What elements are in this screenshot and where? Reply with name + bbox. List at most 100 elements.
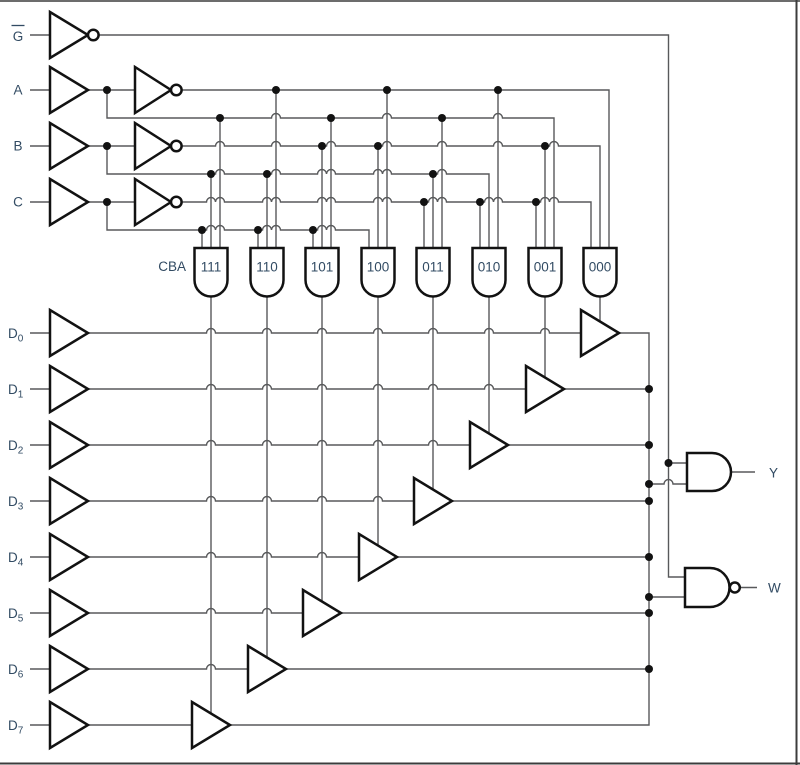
junction-dot bbox=[494, 86, 502, 94]
d3-gated-buffer bbox=[412, 475, 455, 527]
junction-dot bbox=[216, 114, 224, 122]
enable-inverter-bubble bbox=[86, 28, 100, 42]
and-gate-111 bbox=[193, 246, 229, 298]
d0-gated-buffer bbox=[579, 307, 622, 359]
d7-label: D7 bbox=[8, 718, 24, 737]
junction-dot bbox=[103, 198, 111, 206]
select-a-inverter bbox=[133, 64, 174, 116]
d4-label: D4 bbox=[8, 550, 24, 569]
d1-buffer bbox=[48, 363, 91, 415]
d6-label: D6 bbox=[8, 662, 24, 681]
junction-dot bbox=[438, 114, 446, 122]
gate-code-label-100: 100 bbox=[367, 260, 390, 275]
select-b-inverter-bubble bbox=[169, 139, 183, 153]
junction-dot bbox=[645, 385, 653, 393]
junction-dot bbox=[645, 480, 653, 488]
junction-dot bbox=[541, 142, 549, 150]
junction-dot bbox=[645, 609, 653, 617]
junction-dot bbox=[645, 441, 653, 449]
d2-buffer bbox=[48, 419, 91, 471]
d5-gated-buffer bbox=[301, 587, 344, 639]
junction-dot bbox=[420, 198, 428, 206]
select-b-inverter bbox=[133, 120, 174, 172]
d5-label: D5 bbox=[8, 606, 24, 625]
d1-row-line bbox=[88, 383, 526, 390]
d5-buffer bbox=[48, 587, 91, 639]
d2-label: D2 bbox=[8, 438, 24, 457]
b-complement-line bbox=[182, 140, 601, 248]
gate-code-label-101: 101 bbox=[311, 260, 334, 275]
y-gate-bus-input-wire bbox=[649, 478, 687, 485]
enable-input-label: G bbox=[13, 29, 24, 44]
and-gate-100 bbox=[360, 246, 396, 298]
output-y-label: Y bbox=[769, 466, 778, 481]
gate-code-label-000: 000 bbox=[589, 260, 612, 275]
d6-row-line bbox=[88, 663, 248, 670]
input-stub-lines bbox=[30, 34, 135, 726]
w-nand-bubble bbox=[728, 581, 742, 594]
select-bus-lines bbox=[106, 89, 610, 248]
select-b-buffer bbox=[48, 120, 91, 172]
d7-gated-buffer bbox=[190, 699, 233, 751]
d3-buffer bbox=[48, 475, 91, 527]
y-and-gate bbox=[685, 451, 733, 493]
and-gate-011 bbox=[415, 246, 451, 298]
d4-row-line bbox=[88, 551, 359, 558]
gate-code-label-011: 011 bbox=[422, 260, 444, 275]
cba-label: CBA bbox=[158, 259, 186, 274]
w-nand-gate bbox=[683, 566, 731, 609]
d1-gated-buffer bbox=[524, 363, 567, 415]
junction-dots bbox=[103, 86, 673, 673]
junction-dot bbox=[476, 198, 484, 206]
d2-gated-buffer bbox=[468, 419, 511, 471]
data-row-lines bbox=[88, 327, 581, 726]
junction-dot bbox=[263, 170, 271, 178]
c-complement-line bbox=[182, 196, 592, 248]
and-gate-110 bbox=[249, 246, 285, 298]
d3-label: D3 bbox=[8, 494, 24, 513]
output-w-label: W bbox=[768, 581, 781, 596]
c-true-line bbox=[106, 202, 370, 248]
a-complement-line bbox=[182, 89, 610, 248]
d3-row-line bbox=[88, 495, 414, 502]
select-a-buffer bbox=[48, 64, 91, 116]
junction-dot bbox=[254, 226, 262, 234]
bus-join-wires bbox=[230, 332, 650, 726]
d1-label: D1 bbox=[8, 382, 24, 401]
and-gate-010 bbox=[471, 246, 507, 298]
select-c-inverter-bubble bbox=[169, 195, 183, 209]
junction-dot bbox=[103, 142, 111, 150]
d0-label: D0 bbox=[8, 326, 24, 345]
and-gate-input-stubs bbox=[201, 90, 546, 248]
enable-inverter-triangle bbox=[48, 9, 91, 61]
junction-dot bbox=[383, 86, 391, 94]
junction-dot bbox=[645, 497, 653, 505]
junction-dot bbox=[429, 170, 437, 178]
select-b-label: B bbox=[13, 139, 22, 154]
output-bus bbox=[230, 332, 650, 726]
junction-dot bbox=[198, 226, 206, 234]
junction-dot bbox=[327, 114, 335, 122]
junction-dot bbox=[272, 86, 280, 94]
junction-dot bbox=[645, 593, 653, 601]
d6-gated-buffer bbox=[246, 643, 289, 695]
select-c-inverter bbox=[133, 176, 174, 228]
junction-dot bbox=[318, 142, 326, 150]
d2-row-line bbox=[88, 439, 470, 446]
junction-dot bbox=[645, 553, 653, 561]
wires bbox=[30, 34, 757, 726]
d6-buffer bbox=[48, 643, 91, 695]
labels: G A B C CBA 111 110 101 100 011 010 001 … bbox=[8, 24, 781, 737]
junction-dot bbox=[664, 459, 673, 467]
and-gate-000 bbox=[582, 246, 618, 298]
gate-code-label-111: 111 bbox=[201, 260, 222, 275]
d4-buffer bbox=[48, 531, 91, 583]
gate-code-label-110: 110 bbox=[256, 260, 278, 275]
d4-gated-buffer bbox=[357, 531, 400, 583]
and-gate-101 bbox=[304, 246, 340, 298]
d0-row-line bbox=[88, 327, 581, 334]
junction-dot bbox=[374, 142, 382, 150]
and-gate-output-wires bbox=[210, 296, 601, 714]
